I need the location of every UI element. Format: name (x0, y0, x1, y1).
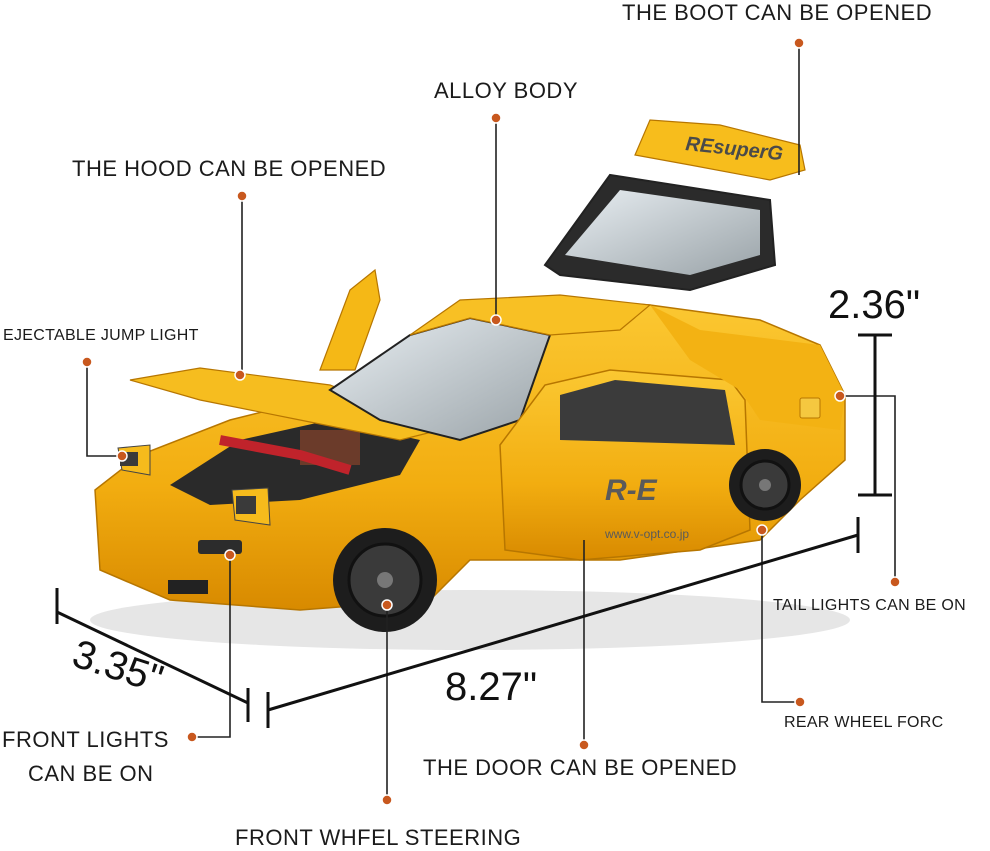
roof (409, 294, 652, 336)
rear-deck (650, 305, 845, 430)
boot-glass (565, 190, 760, 275)
dimension-height: 2.36" (828, 283, 920, 327)
rear-spoiler (634, 119, 806, 181)
label-front-lights-line2: CAN BE ON (28, 761, 154, 786)
tail-light (799, 397, 821, 419)
label-door: THE DOOR CAN BE OPENED (423, 755, 738, 780)
front-wheel (333, 528, 437, 632)
label-hood: THE HOOD CAN BE OPENED (72, 156, 387, 181)
url-decal: www.v-opt.co.jp (604, 527, 689, 541)
jump-light-right-lens (236, 496, 256, 514)
label-rear-wheel: REAR WHEEL FORC (784, 714, 944, 731)
dimension-length: 8.27" (445, 665, 537, 709)
front-light (198, 540, 242, 554)
label-front-lights-line1: FRONT LIGHTS (2, 727, 169, 752)
opened-left-door (319, 268, 381, 371)
leader-dots (81, 37, 901, 806)
license-plate (168, 580, 208, 594)
label-tail-lights: TAIL LIGHTS CAN BE ON (773, 597, 967, 614)
engine-manifold (219, 435, 352, 475)
rear-wheel (729, 449, 801, 521)
side-decal: R-E (605, 474, 658, 507)
label-boot: THE BOOT CAN BE OPENED (622, 0, 933, 25)
label-alloy-body: ALLOY BODY (434, 78, 578, 103)
label-front-wheel: FRONT WHFEL STEERING (235, 825, 522, 850)
leader-lines (86, 43, 896, 800)
door-window (560, 380, 735, 445)
dimension-lines (55, 333, 892, 728)
label-jump-light: EJECTABLE JUMP LIGHT (3, 327, 199, 344)
opened-hood (129, 367, 442, 441)
